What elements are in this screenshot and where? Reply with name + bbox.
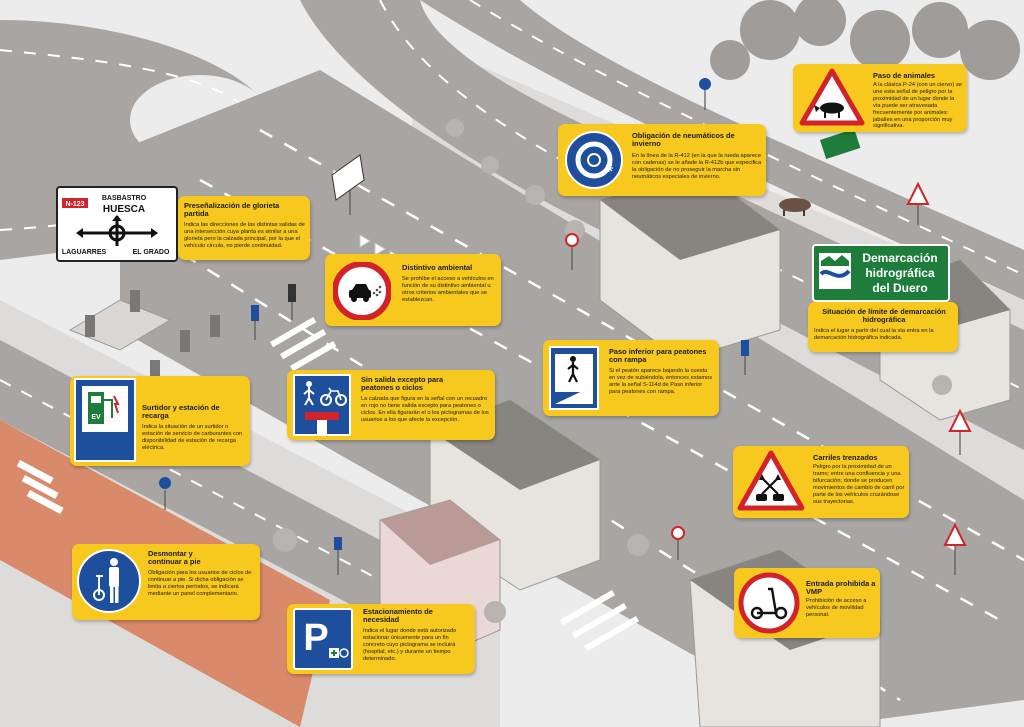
card-title: Situación de límite de demarcación hidro… [822, 307, 946, 325]
card-title: Surtidor y estación de recarga [142, 403, 220, 421]
boar [779, 198, 811, 216]
card-title: Obligación de neumáticos de invierno [632, 131, 735, 149]
card-title: Paso inferior para peatones con rampa [609, 347, 707, 365]
main-destination: HUESCA [103, 204, 145, 215]
card-description: Si el peatón aparece bajando la cuesta e… [609, 368, 713, 395]
top-destination: BASBASTRO [102, 195, 147, 202]
fuel-station [68, 290, 220, 382]
demarcacion-line2: hidrográfica [865, 266, 935, 280]
info-card-desmontar: Desmontar y continuar a pie Obligación p… [72, 544, 260, 620]
card-title: Entrada prohibida a VMP [806, 579, 876, 597]
card-title: Desmontar y continuar a pie [148, 549, 201, 567]
card-title: Preseñalización de glorieta partida [184, 201, 280, 219]
info-card-paso-animales: Paso de animales A la clásica P-24 (con … [793, 64, 967, 132]
fuel-ev-station-icon: EV [74, 378, 136, 462]
card-description: Se prohíbe el acceso a vehículos en func… [402, 276, 494, 303]
card-description: Indica las direcciones de las distintas … [184, 222, 305, 249]
card-title: Paso de animales [873, 71, 936, 80]
directional-sign: N-123 BASBASTRO HUESCA LAGUARRES EL GRAD… [56, 186, 178, 262]
winter-tyre-icon [565, 131, 623, 189]
dismount-bicycle-icon [77, 549, 141, 613]
info-card-neumaticos-invierno: Obligación de neumáticos de invierno En … [558, 124, 766, 196]
no-exit-except-pedestrians-icon [293, 374, 351, 436]
trees [273, 119, 952, 623]
info-card-surtidor: EV Surtidor y estación de recarga Indica… [70, 376, 250, 466]
card-title: Carriles trenzados [813, 453, 878, 462]
card-title: Estacionamiento de necesidad [363, 607, 433, 625]
parking-necessity-icon: P [293, 608, 353, 670]
card-description: Indica la situación de un surtidor o est… [142, 424, 243, 451]
card-title: Distintivo ambiental [402, 263, 473, 272]
weaving-lanes-icon [737, 450, 805, 511]
no-vehicle-emissions-icon [333, 262, 391, 320]
small-signs [159, 78, 972, 550]
demarcacion-line3: del Duero [872, 281, 927, 295]
parking-letter: P [303, 617, 328, 659]
card-description: Peligro por la proximidad de un tramo; e… [813, 464, 905, 505]
info-card-distintivo-ambiental: Distintivo ambiental Se prohíbe el acces… [325, 254, 501, 326]
info-card-carriles-trenzados: Carriles trenzados Peligro por la proxim… [733, 446, 909, 518]
card-description: La calzada que figura en la señal con un… [361, 396, 489, 423]
demarcacion-line1: Demarcación [862, 251, 937, 265]
card-description: Indica el lugar donde está autorizado es… [363, 628, 457, 662]
card-description: A la clásica P-24 (con un ciervo) se une… [873, 82, 962, 130]
demarcacion-sign: Demarcación hidrográfica del Duero [812, 244, 950, 302]
info-card-entrada-vmp: Entrada prohibida a VMP Prohibición de a… [734, 568, 880, 638]
card-description: En la línea de la R-412 (en la que la ru… [632, 153, 762, 180]
pedestrian-underpass-icon [549, 346, 599, 410]
card-description: Prohibición de acceso a vehículos de mov… [806, 598, 867, 618]
sign-posts [164, 90, 961, 575]
no-scooter-icon [738, 572, 800, 634]
animal-crossing-icon [799, 68, 865, 126]
tree-cluster [710, 0, 1020, 80]
info-card-preseñalizacion: Preseñalización de glorieta partida Indi… [178, 196, 310, 260]
info-card-sin-salida: Sin salida excepto para peatones o ciclo… [287, 370, 495, 440]
info-card-estacionamiento: P Estacionamiento de necesidad Indica el… [287, 604, 475, 674]
info-card-demarcacion: Situación de límite de demarcación hidro… [808, 302, 958, 352]
info-card-paso-inferior: Paso inferior para peatones con rampa Si… [543, 340, 719, 416]
left-destination: LAGUARRES [62, 249, 107, 256]
ev-label: EV [91, 414, 101, 421]
crosswalk [270, 317, 639, 652]
road-code: N-123 [65, 201, 84, 208]
card-description: Indica el lugar a partir del cual la vía… [814, 328, 934, 341]
right-destination: EL GRADO [133, 249, 170, 256]
card-title: Sin salida excepto para peatones o ciclo… [361, 375, 444, 393]
card-description: Obligación para los usuarios de ciclos d… [148, 570, 252, 597]
